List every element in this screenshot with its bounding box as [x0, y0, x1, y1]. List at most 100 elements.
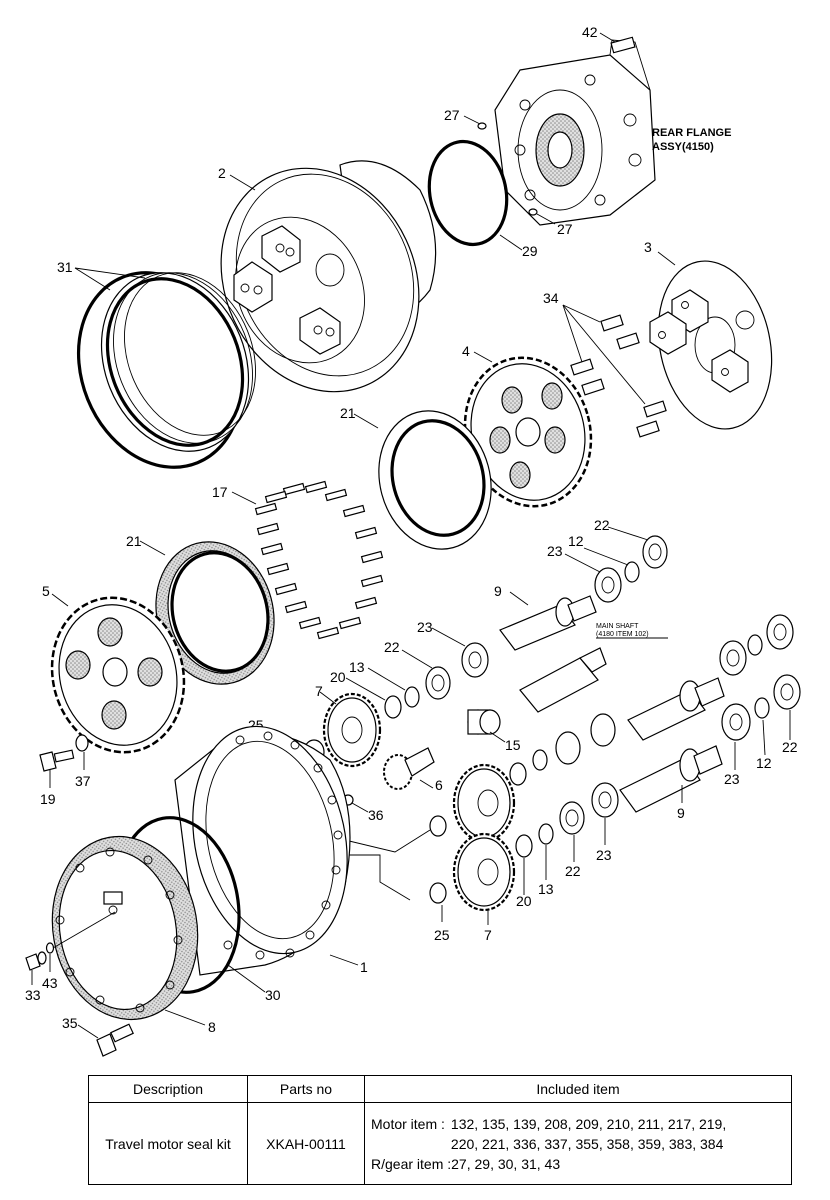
seal-21-upper — [378, 410, 492, 550]
callout-5: 5 — [42, 583, 50, 599]
motor-item-values-1: 132, 135, 139, 208, 209, 210, 211, 217, … — [450, 1115, 727, 1132]
spur-gear-7-upper — [322, 692, 382, 768]
bearing-22-lower — [559, 801, 585, 835]
callout-19: 19 — [40, 791, 56, 807]
callout-22-mid: 22 — [384, 639, 400, 655]
exploded-parts-diagram: 42 REAR FLANGE ASSY(4150) 27 27 29 2 31 — [25, 24, 801, 1057]
bearing-22-upper — [642, 535, 668, 569]
main-shaft-label-2: (4180 ITEM 102) — [596, 631, 649, 638]
bolt-35 — [96, 1023, 134, 1057]
cylinder-block-4 — [463, 356, 593, 508]
main-shaft — [519, 647, 607, 713]
table-row: Travel motor seal kit XKAH-00111 Motor i… — [88, 1102, 792, 1185]
washer-37 — [75, 734, 89, 752]
drive-shaft-9-lower — [619, 745, 723, 813]
plug-33 — [25, 951, 47, 971]
callout-21-lower: 21 — [126, 533, 142, 549]
callout-42: 42 — [582, 24, 598, 40]
header-parts-no: Parts no — [247, 1075, 365, 1103]
rear-flange-label-1: REAR FLANGE — [652, 127, 731, 139]
callout-23-mid: 23 — [417, 619, 433, 635]
callout-4: 4 — [462, 343, 470, 359]
ring-20-lower — [515, 834, 533, 858]
motor-item-values-2: 220, 221, 336, 337, 355, 358, 359, 383, … — [450, 1135, 724, 1152]
gear-housing-1 — [174, 725, 351, 976]
cover-8 — [51, 835, 199, 1021]
callout-37: 37 — [75, 773, 91, 789]
cell-description: Travel motor seal kit — [88, 1102, 248, 1185]
bearing-stack-right-upper — [509, 614, 794, 786]
o-ring-27-lower — [528, 208, 538, 216]
callout-27-lower: 27 — [557, 221, 573, 237]
bearing-23-mid — [461, 642, 489, 678]
callout-12-upper: 12 — [568, 533, 584, 549]
callout-3: 3 — [644, 239, 652, 255]
bearing-22-right — [773, 674, 801, 710]
spur-gear-7-lower-a — [452, 763, 516, 843]
callout-33: 33 — [25, 987, 41, 1003]
callout-9-upper: 9 — [494, 583, 502, 599]
callout-1: 1 — [360, 959, 368, 975]
bearing-23-upper — [594, 567, 622, 603]
motor-item-values: 132, 135, 139, 208, 209, 210, 211, 217, … — [451, 1114, 726, 1154]
callout-35: 35 — [62, 1015, 78, 1031]
callout-20-mid: 20 — [330, 669, 346, 685]
callout-30: 30 — [265, 987, 281, 1003]
seal-21-lower — [155, 541, 275, 685]
spur-gear-7-lower-b — [452, 832, 516, 912]
needle-rollers-17 — [254, 480, 384, 640]
rgear-items-line: R/gear item : 27, 29, 30, 31, 43 — [371, 1154, 785, 1174]
callout-8: 8 — [208, 1019, 216, 1035]
seal-kit-table: Description Parts no Included item Trave… — [88, 1075, 792, 1185]
pins-34 — [570, 314, 667, 438]
callout-21-upper: 21 — [340, 405, 356, 421]
motor-items-line: Motor item : 132, 135, 139, 208, 209, 21… — [371, 1114, 785, 1154]
callout-7-lower: 7 — [484, 927, 492, 943]
callout-9-lower: 9 — [677, 805, 685, 821]
callout-23-upper: 23 — [547, 543, 563, 559]
brake-plate-5 — [50, 596, 186, 754]
cell-parts-no: XKAH-00111 — [247, 1102, 365, 1185]
callout-22-upper: 22 — [594, 517, 610, 533]
callout-36: 36 — [368, 807, 384, 823]
motor-housing-2 — [220, 160, 437, 393]
o-ring-43 — [45, 942, 55, 954]
callout-15: 15 — [505, 737, 521, 753]
ring-13-lower — [538, 823, 554, 845]
callout-22-lower: 22 — [565, 863, 581, 879]
ring-12-right — [754, 697, 770, 719]
rear-flange-label-2: ASSY(4150) — [652, 141, 714, 153]
callout-23-lower: 23 — [596, 847, 612, 863]
seal-ring-31 — [76, 271, 256, 469]
rear-flange-assembly — [494, 39, 656, 226]
o-ring-29 — [427, 139, 509, 247]
drive-shaft-9-upper — [499, 595, 597, 651]
pin-42 — [610, 36, 636, 54]
callout-27-upper: 27 — [444, 107, 460, 123]
cell-included-items: Motor item : 132, 135, 139, 208, 209, 21… — [364, 1102, 792, 1185]
rgear-item-values: 27, 29, 30, 31, 43 — [451, 1155, 561, 1172]
callout-22-right: 22 — [782, 739, 798, 755]
callout-20-lower: 20 — [516, 893, 532, 909]
bushing-15 — [467, 709, 501, 735]
o-ring-27-upper — [477, 122, 487, 130]
ring-12-upper — [624, 561, 640, 583]
header-description: Description — [88, 1075, 248, 1103]
callout-17: 17 — [212, 484, 228, 500]
header-included-item: Included item — [364, 1075, 792, 1103]
motor-item-label: Motor item : — [371, 1115, 445, 1132]
snap-ring-25-mid — [429, 815, 447, 837]
callout-43: 43 — [42, 975, 58, 991]
pinion-6 — [383, 747, 435, 790]
plate-3 — [649, 260, 773, 430]
callout-23-right: 23 — [724, 771, 740, 787]
table-header-row: Description Parts no Included item — [88, 1075, 792, 1103]
ring-20-mid — [384, 695, 402, 719]
callout-31: 31 — [57, 259, 73, 275]
callout-2: 2 — [218, 165, 226, 181]
callout-34: 34 — [543, 290, 559, 306]
snap-ring-25-lower — [429, 882, 447, 904]
main-shaft-label-1: MAIN SHAFT — [596, 623, 639, 630]
bearing-22-mid — [425, 666, 451, 700]
callout-13-mid: 13 — [349, 659, 365, 675]
